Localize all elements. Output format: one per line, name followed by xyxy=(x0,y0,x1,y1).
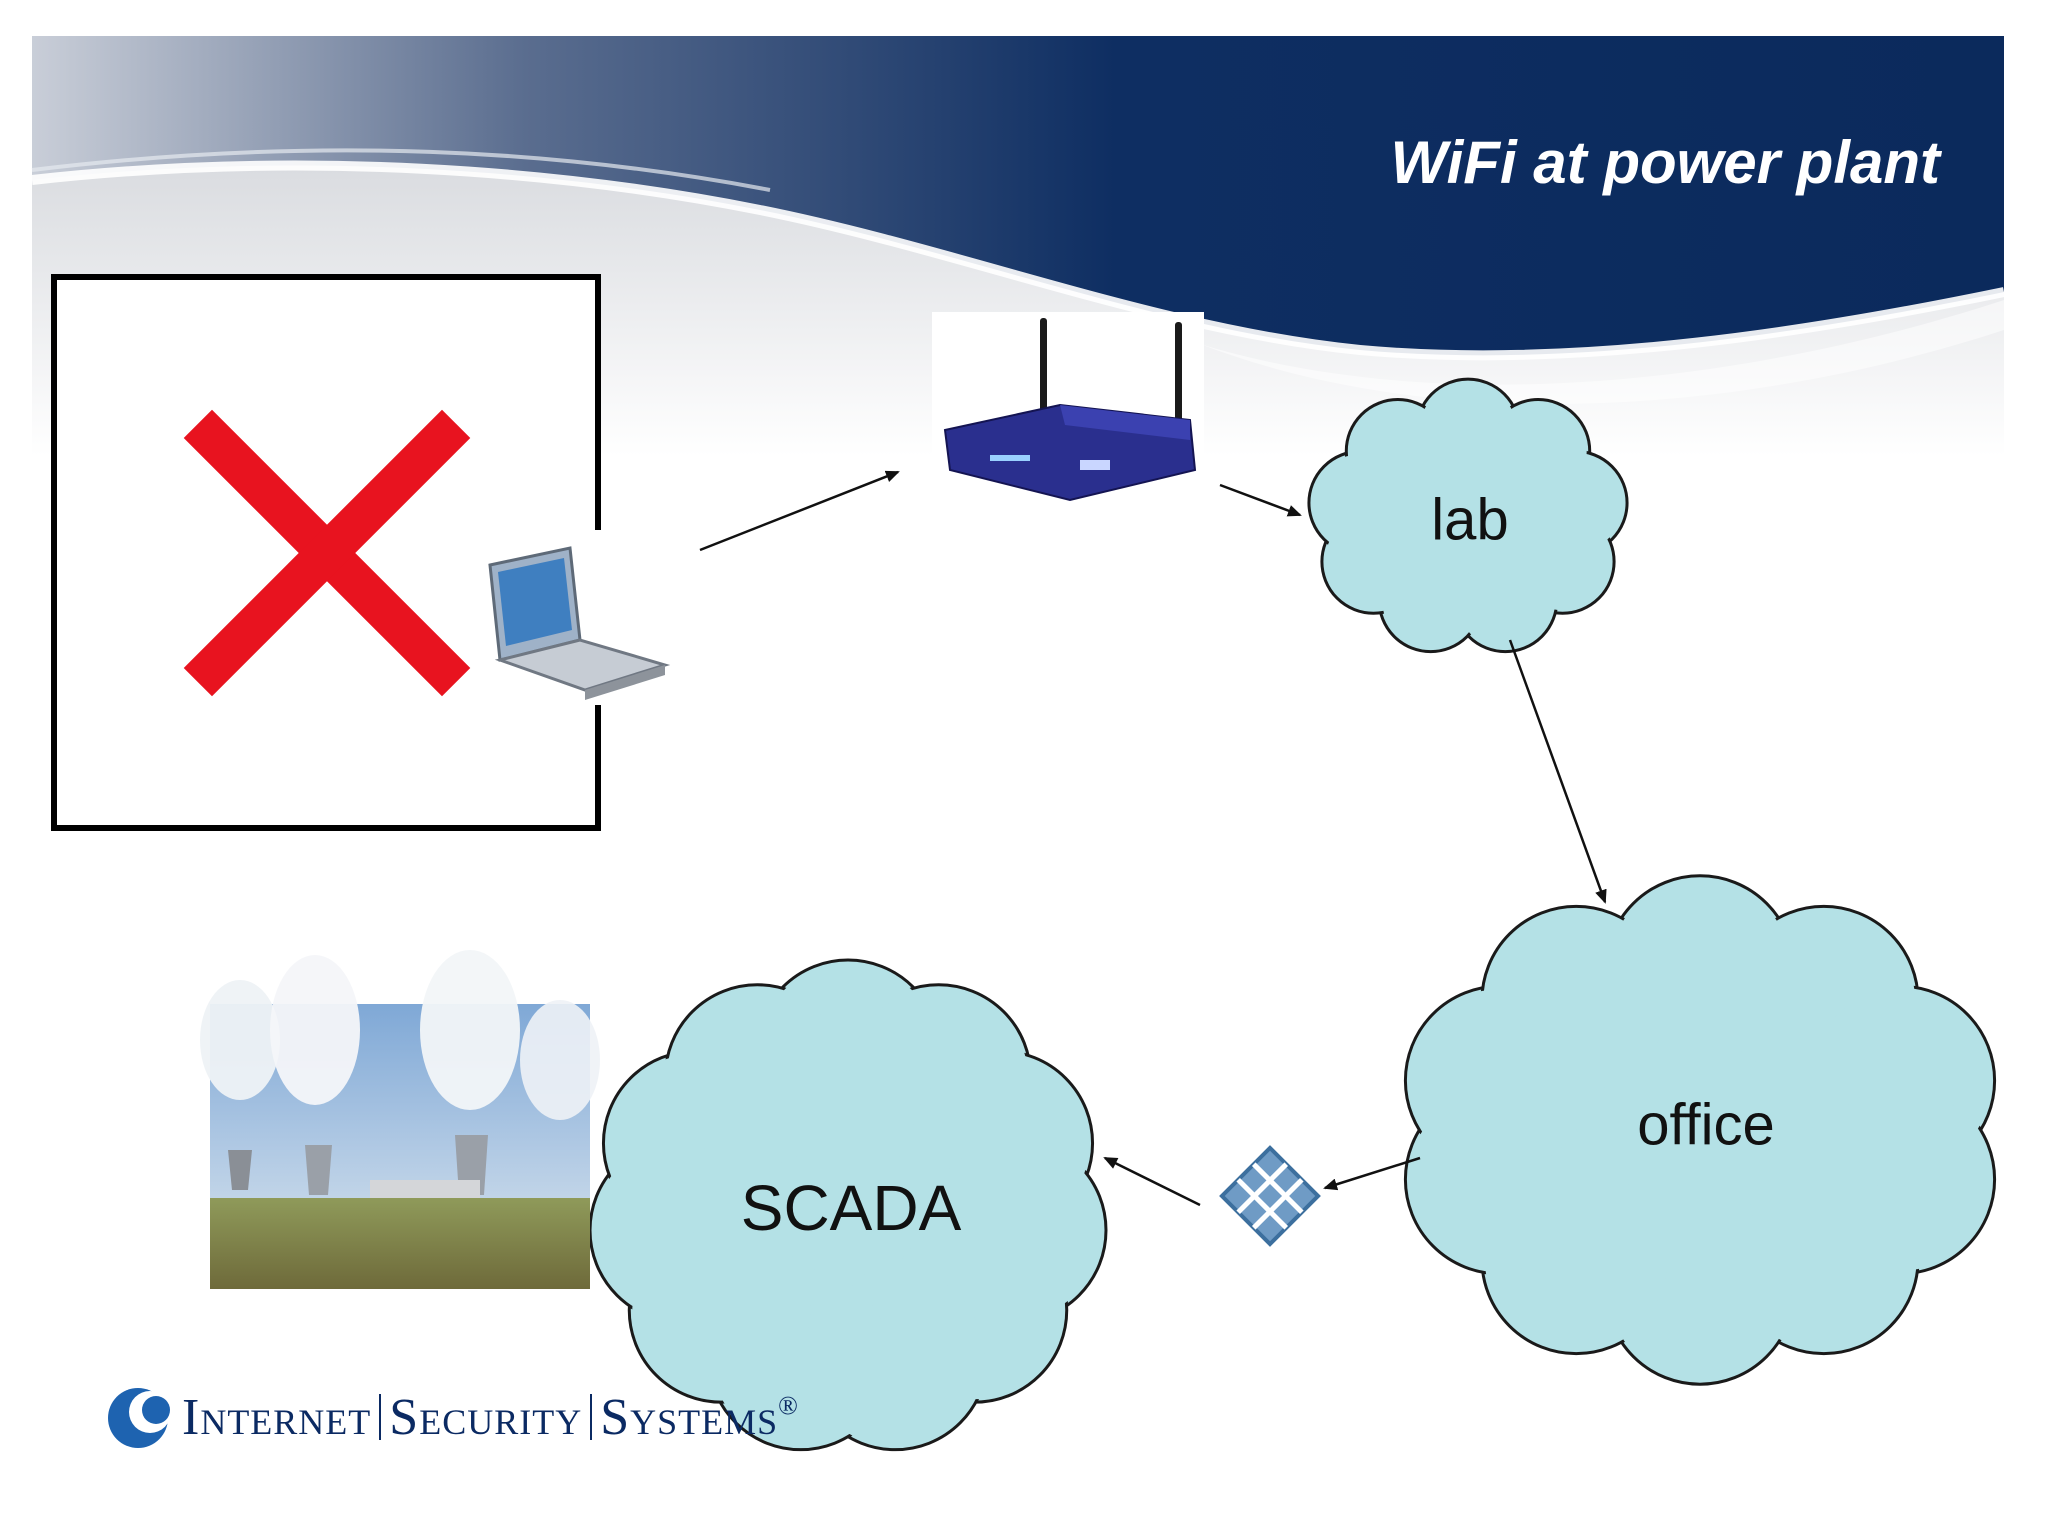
logo-word-internet: Internet xyxy=(182,1389,372,1446)
slide-title: WiFi at power plant xyxy=(1390,129,1940,196)
office-cloud xyxy=(1403,874,1997,1386)
iss-logo-icon xyxy=(108,1388,171,1448)
arrow-lab-to-office xyxy=(1508,639,1607,904)
logo-registered-mark: ® xyxy=(778,1391,799,1420)
company-logo-text: Internet Security Systems® xyxy=(182,1388,799,1447)
header-banner xyxy=(32,36,2004,356)
arrow-office-to-firewall xyxy=(1323,1156,1421,1191)
wireless-router-icon xyxy=(932,312,1204,527)
scada-label: SCADA xyxy=(740,1172,962,1244)
scada-cloud xyxy=(588,958,1108,1452)
lab-cloud xyxy=(1307,377,1629,654)
office-label: office xyxy=(1637,1092,1775,1158)
arrow-router-to-lab xyxy=(1219,483,1302,517)
arrow-firewall-to-scada xyxy=(1103,1156,1201,1207)
lab-label: lab xyxy=(1431,487,1509,553)
laptop-icon xyxy=(480,530,680,705)
logo-word-security: Security xyxy=(389,1389,583,1446)
logo-word-systems: Systems xyxy=(600,1389,779,1446)
arrow-laptop-to-router xyxy=(699,470,900,552)
firewall-icon xyxy=(1219,1145,1321,1247)
x-mark-icon xyxy=(183,409,471,697)
power-plant-photo xyxy=(200,950,600,1289)
